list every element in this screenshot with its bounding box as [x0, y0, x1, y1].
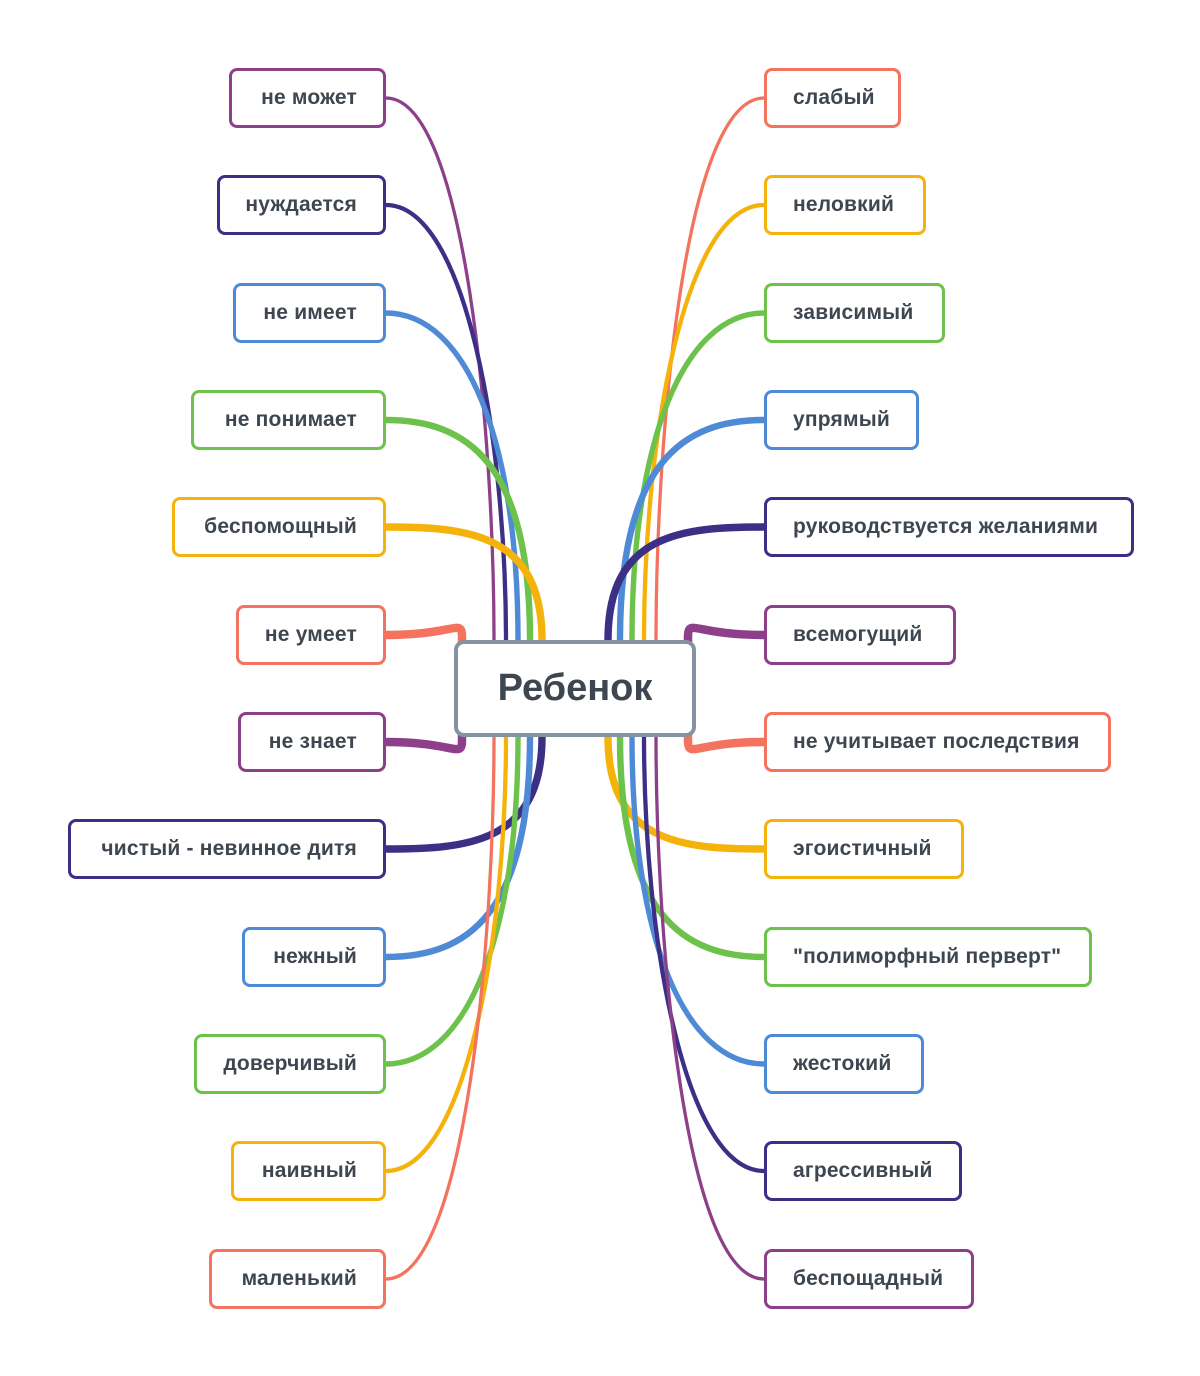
node-right-10[interactable]: жестокий [764, 1034, 924, 1094]
node-left-2[interactable]: нуждается [217, 175, 386, 235]
connector-left-1 [384, 96, 496, 642]
node-right-4[interactable]: упрямый [764, 390, 919, 450]
connector-left-2 [383, 202, 509, 643]
connector-right-5 [604, 523, 768, 644]
node-right-3[interactable]: зависимый [764, 283, 945, 343]
node-right-8[interactable]: эгоистичный [764, 819, 964, 879]
central-topic[interactable]: Ребенок [454, 640, 696, 737]
node-right-5[interactable]: руководствуется желаниями [764, 497, 1134, 557]
node-left-1[interactable]: не может [229, 68, 386, 128]
node-left-10[interactable]: доверчивый [194, 1034, 386, 1094]
connector-right-2 [641, 202, 767, 643]
node-right-1[interactable]: слабый [764, 68, 901, 128]
connector-right-7 [683, 724, 769, 754]
node-right-9[interactable]: "полиморфный перверт" [764, 927, 1092, 987]
connector-right-8 [604, 733, 768, 853]
node-left-7[interactable]: не знает [238, 712, 386, 772]
connector-right-12 [654, 735, 766, 1281]
connector-left-6 [381, 623, 467, 653]
node-left-6[interactable]: не умеет [236, 605, 386, 665]
node-right-2[interactable]: неловкий [764, 175, 926, 235]
node-left-9[interactable]: нежный [242, 927, 386, 987]
node-right-6[interactable]: всемогущий [764, 605, 956, 665]
node-right-7[interactable]: не учитывает последствия [764, 712, 1111, 772]
node-left-4[interactable]: не понимает [191, 390, 386, 450]
node-left-3[interactable]: не имеет [233, 283, 386, 343]
node-right-11[interactable]: агрессивный [764, 1141, 962, 1201]
connector-right-6 [683, 623, 769, 653]
node-right-12[interactable]: беспощадный [764, 1249, 974, 1309]
connector-left-5 [382, 523, 546, 644]
connector-left-7 [381, 724, 467, 754]
node-left-5[interactable]: беспомощный [172, 497, 386, 557]
node-left-12[interactable]: маленький [209, 1249, 386, 1309]
node-left-11[interactable]: наивный [231, 1141, 386, 1201]
node-left-8[interactable]: чистый - невинное дитя [68, 819, 386, 879]
connector-left-8 [382, 733, 546, 853]
connector-left-12 [384, 735, 496, 1281]
connector-right-1 [654, 96, 766, 642]
